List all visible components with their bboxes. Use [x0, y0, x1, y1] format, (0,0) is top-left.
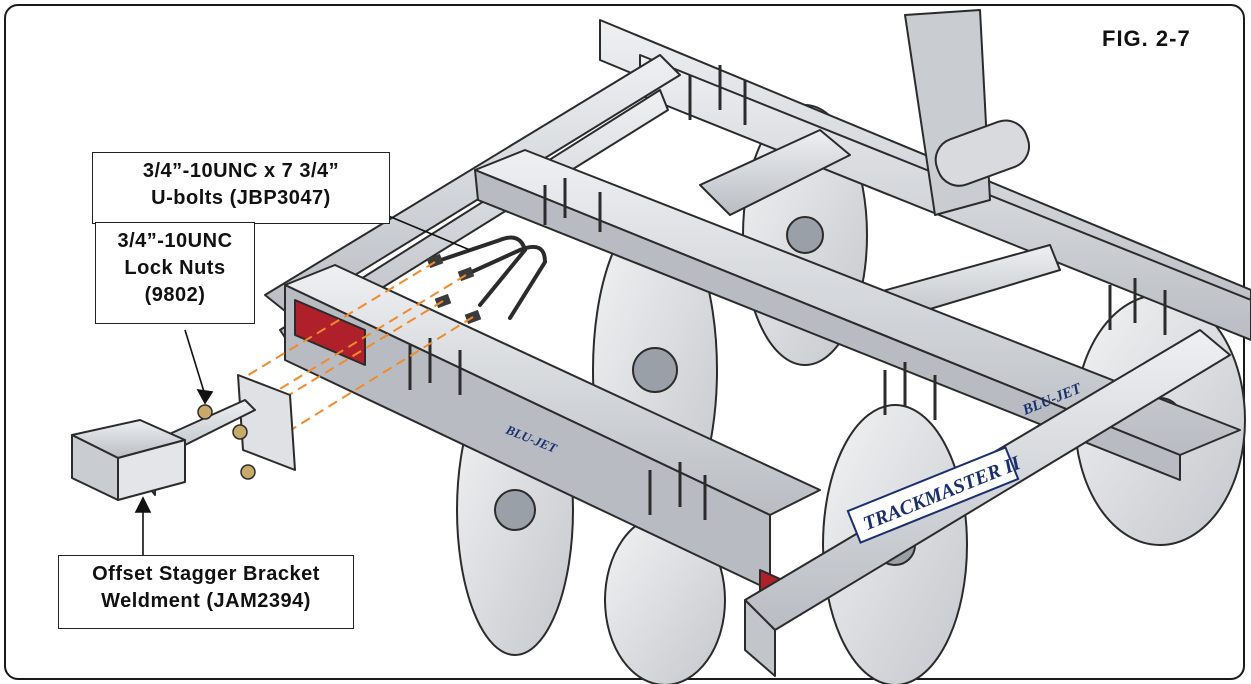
middle-toolbar — [474, 149, 1241, 481]
callout-ubolts-line1: 3/4”-10UNC x 7 3/4” — [142, 160, 340, 182]
callout-bracket-line2: Weldment (JAM2394) — [101, 590, 311, 612]
callout-locknuts-line3: (9802) — [144, 284, 206, 306]
callout-bracket-line1: Offset Stagger Bracket — [92, 563, 320, 585]
callout-locknuts: 3/4”-10UNC Lock Nuts (9802) — [95, 222, 255, 324]
callout-ubolts: 3/4”-10UNC x 7 3/4” U-bolts (JBP3047) — [92, 152, 390, 224]
stagger-bracket — [71, 374, 296, 501]
callout-locknuts-line1: 3/4”-10UNC — [117, 230, 233, 252]
toolbar-clamps — [408, 65, 1167, 520]
reflector-left — [294, 299, 366, 366]
rear-frame — [599, 9, 1251, 341]
callout-ubolts-line2: U-bolts (JBP3047) — [151, 187, 331, 209]
callout-locknuts-line2: Lock Nuts — [124, 257, 226, 279]
figure-label: FIG. 2-7 — [1102, 26, 1191, 51]
leader-lines — [134, 199, 471, 555]
lock-nuts — [197, 404, 256, 480]
callout-bracket: Offset Stagger Bracket Weldment (JAM2394… — [58, 555, 354, 629]
explode-lines — [239, 261, 474, 439]
exploded-ubolts — [433, 235, 548, 320]
